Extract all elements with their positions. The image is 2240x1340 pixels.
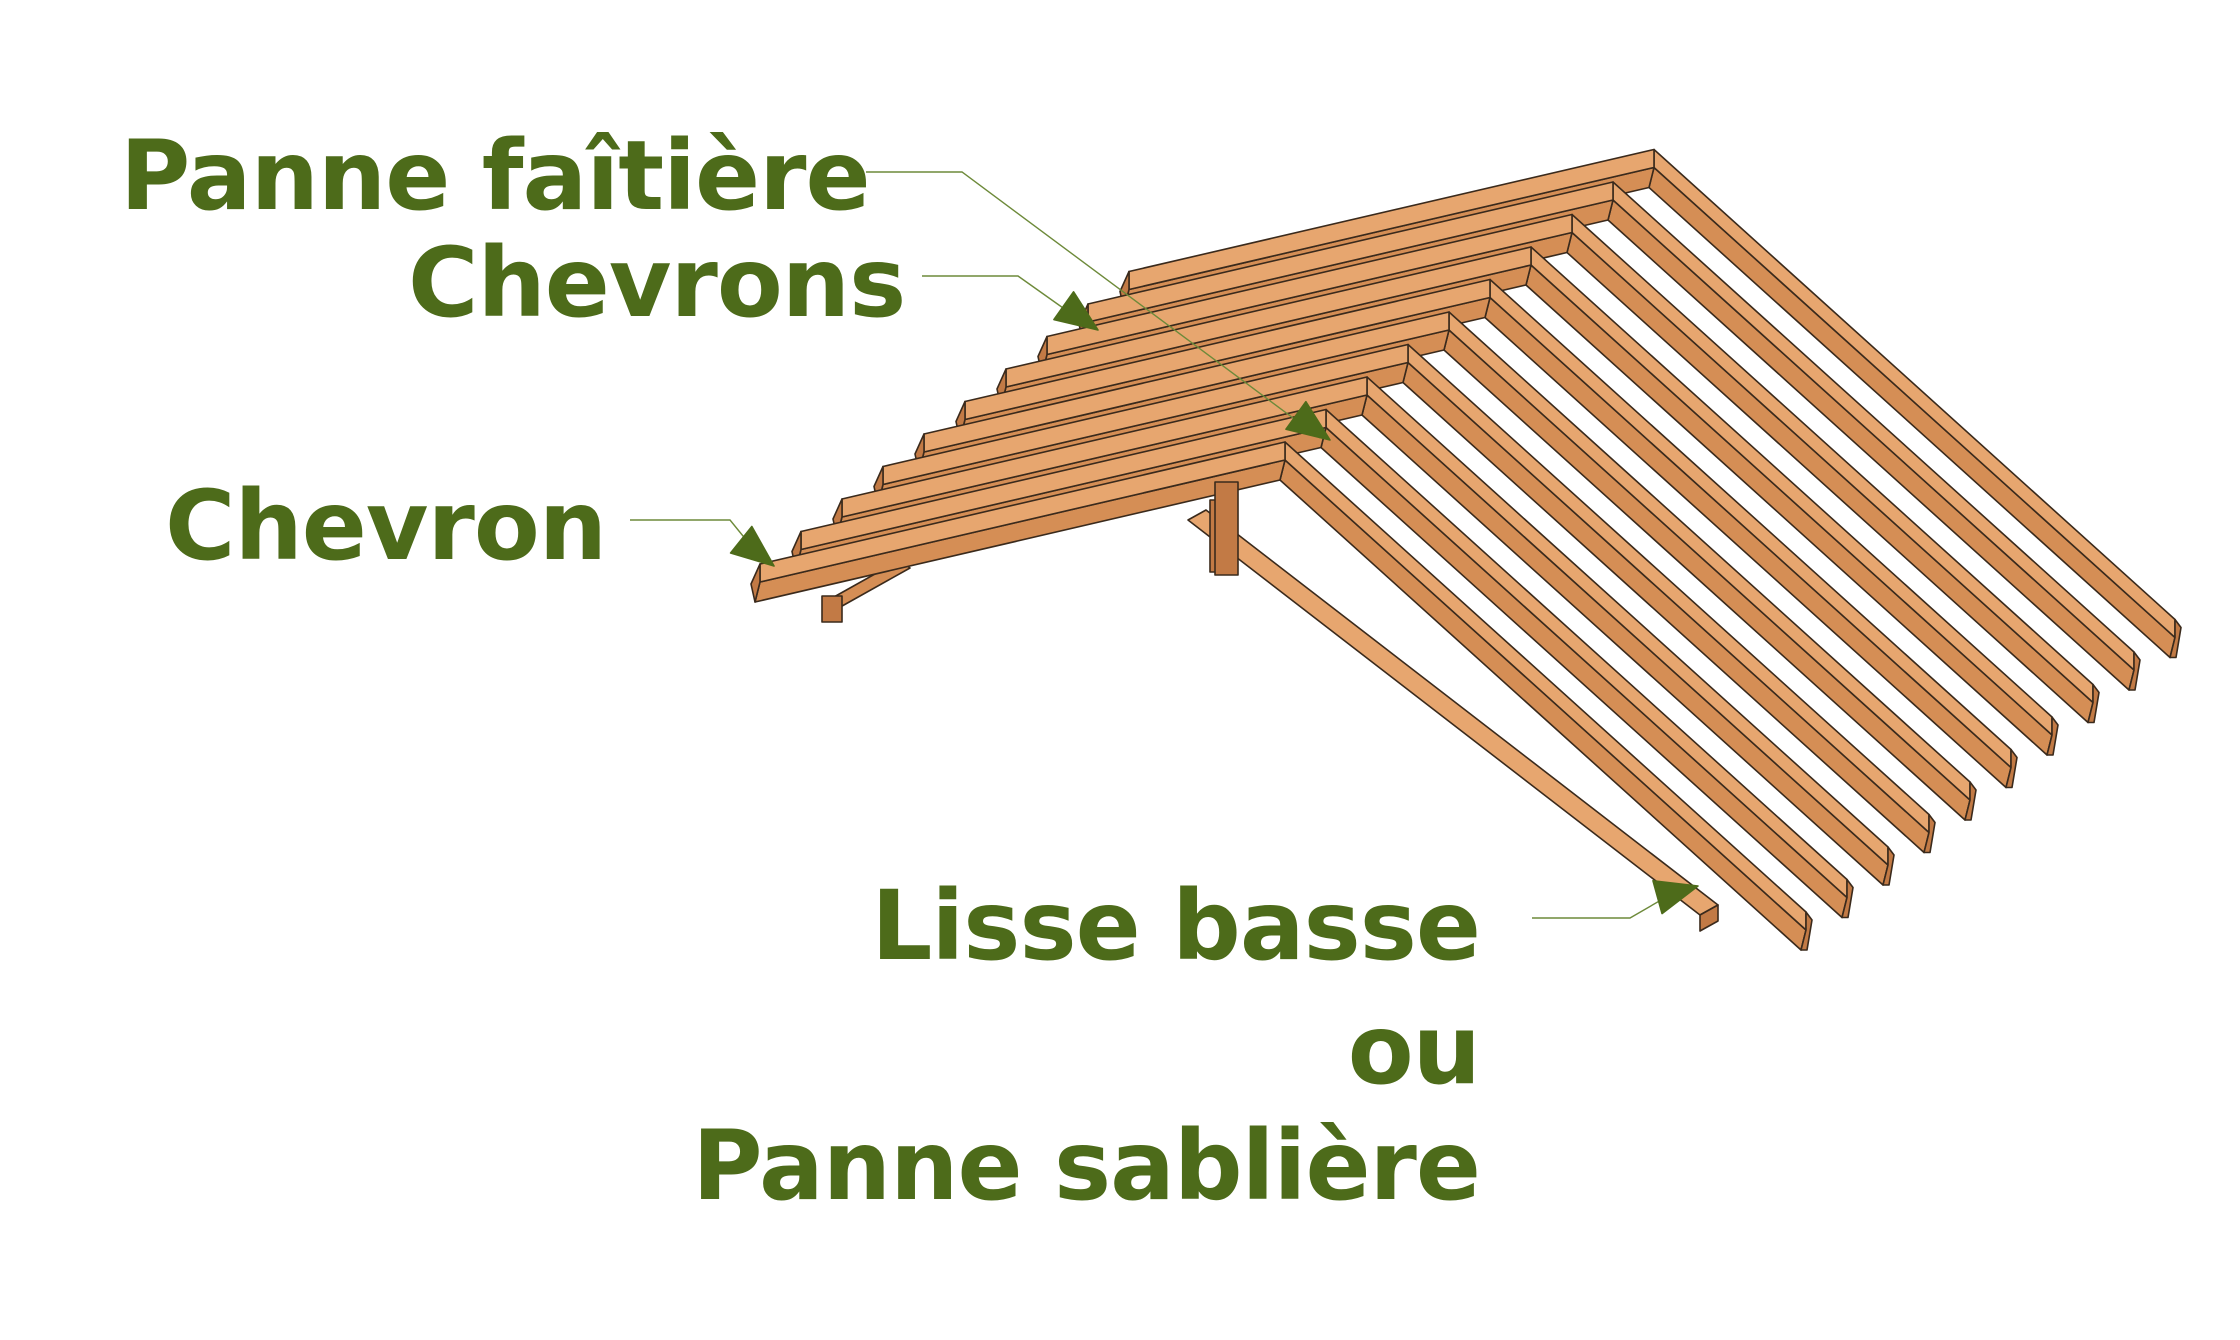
wall-plate-label: Panne sablière	[692, 1110, 1481, 1222]
roof-structure	[750, 148, 2182, 951]
rafters-label: Chevrons	[408, 227, 906, 339]
rafter-right-end	[2087, 683, 2100, 724]
sill-plate-leader	[1532, 895, 1669, 919]
rafter-left-end	[750, 563, 761, 603]
ridge-beam-label: Panne faîtière	[120, 120, 871, 232]
ridge-beam-leader	[866, 171, 1321, 439]
leader-lines	[630, 171, 1699, 919]
rafter-right-end	[2005, 748, 2018, 789]
sill-plate-right-end	[1699, 904, 1719, 932]
rafters-leader	[922, 275, 1081, 321]
rafter-right-end	[2046, 716, 2059, 756]
sill-plate-arrow	[1652, 879, 1699, 915]
ridge-post	[1214, 481, 1239, 576]
rafter-arrow	[729, 525, 775, 567]
sill-or-label: ou	[1347, 994, 1481, 1106]
rafter-right-end	[1923, 813, 1936, 854]
rafters-arrow	[1053, 291, 1099, 331]
rafter-pair	[750, 441, 1813, 951]
sill-plate-left-end	[821, 595, 843, 623]
rafter-right-end	[1800, 911, 1813, 951]
rafter-right-end	[2169, 618, 2182, 659]
rafter-right-end	[1964, 781, 1977, 821]
rafter-right-end	[1882, 846, 1895, 886]
rafter-right-end	[2128, 651, 2141, 691]
rafter-label: Chevron	[165, 470, 607, 582]
rafter-right-end	[1841, 878, 1854, 919]
sill-plate-label: Lisse basse	[871, 870, 1481, 982]
ridge-beam-arrow	[1285, 400, 1331, 441]
